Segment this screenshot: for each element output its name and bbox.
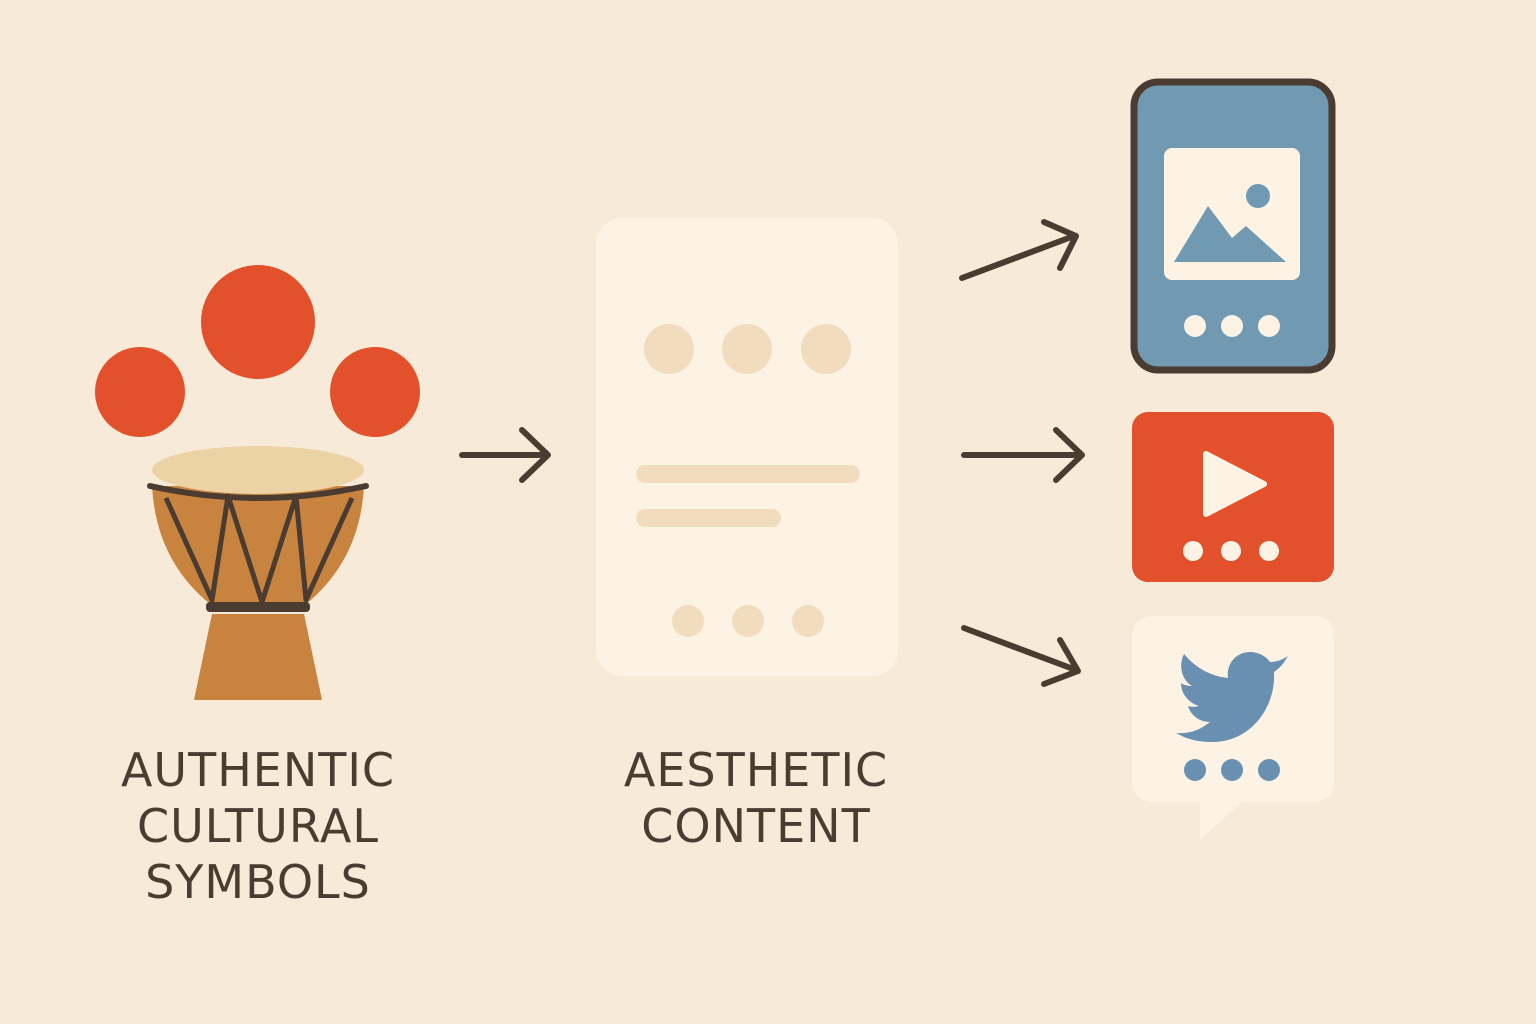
phone-dot-1	[1184, 315, 1206, 337]
card-dot-3	[801, 324, 851, 374]
symbol-circle-left	[95, 347, 185, 437]
drum-rim	[147, 483, 369, 501]
twitter-bird	[1176, 652, 1288, 742]
source-label-line-2: CULTURAL	[136, 799, 380, 853]
drum-bowl	[152, 486, 364, 604]
drum-band	[206, 602, 310, 612]
symbol-circle-right	[330, 347, 420, 437]
video-dot-2	[1221, 541, 1241, 561]
phone-dot-3	[1258, 315, 1280, 337]
video-play-icon	[1132, 412, 1334, 582]
video-dot-1	[1183, 541, 1203, 561]
symbol-circle-top	[201, 265, 315, 379]
source-label: AUTHENTIC CULTURAL SYMBOLS	[58, 742, 458, 910]
arrow-to-content	[459, 427, 551, 483]
djembe-drum-icon	[95, 265, 420, 700]
bubble-dot-2	[1221, 759, 1243, 781]
content-label-line-1: AESTHETIC	[623, 743, 889, 797]
phone-dot-2	[1221, 315, 1243, 337]
card-small-dot-2	[732, 605, 764, 637]
arrow-to-phone	[959, 219, 1079, 281]
arrow-to-twitter	[961, 625, 1081, 687]
image-mountains	[1174, 206, 1286, 262]
image-post-phone-icon	[1130, 78, 1336, 374]
arrow-to-video	[961, 427, 1085, 483]
bubble-dot-1	[1184, 759, 1206, 781]
drum-head	[152, 446, 364, 494]
card-dot-2	[722, 324, 772, 374]
card-dot-1	[644, 324, 694, 374]
content-label: AESTHETIC CONTENT	[556, 742, 956, 854]
content-label-line-2: CONTENT	[641, 799, 871, 853]
card-text-line-2	[636, 509, 781, 527]
image-sun	[1246, 184, 1270, 208]
source-label-line-3: SYMBOLS	[145, 855, 371, 909]
drum-base	[194, 614, 322, 700]
play-triangle	[1203, 451, 1267, 517]
twitter-bird-icon	[1132, 616, 1334, 840]
card-small-dot-1	[672, 605, 704, 637]
video-dot-3	[1259, 541, 1279, 561]
card-small-dot-3	[792, 605, 824, 637]
content-card-icon	[596, 218, 898, 676]
bubble-dot-3	[1258, 759, 1280, 781]
source-label-line-1: AUTHENTIC	[120, 743, 396, 797]
card-text-line-1	[636, 465, 860, 483]
